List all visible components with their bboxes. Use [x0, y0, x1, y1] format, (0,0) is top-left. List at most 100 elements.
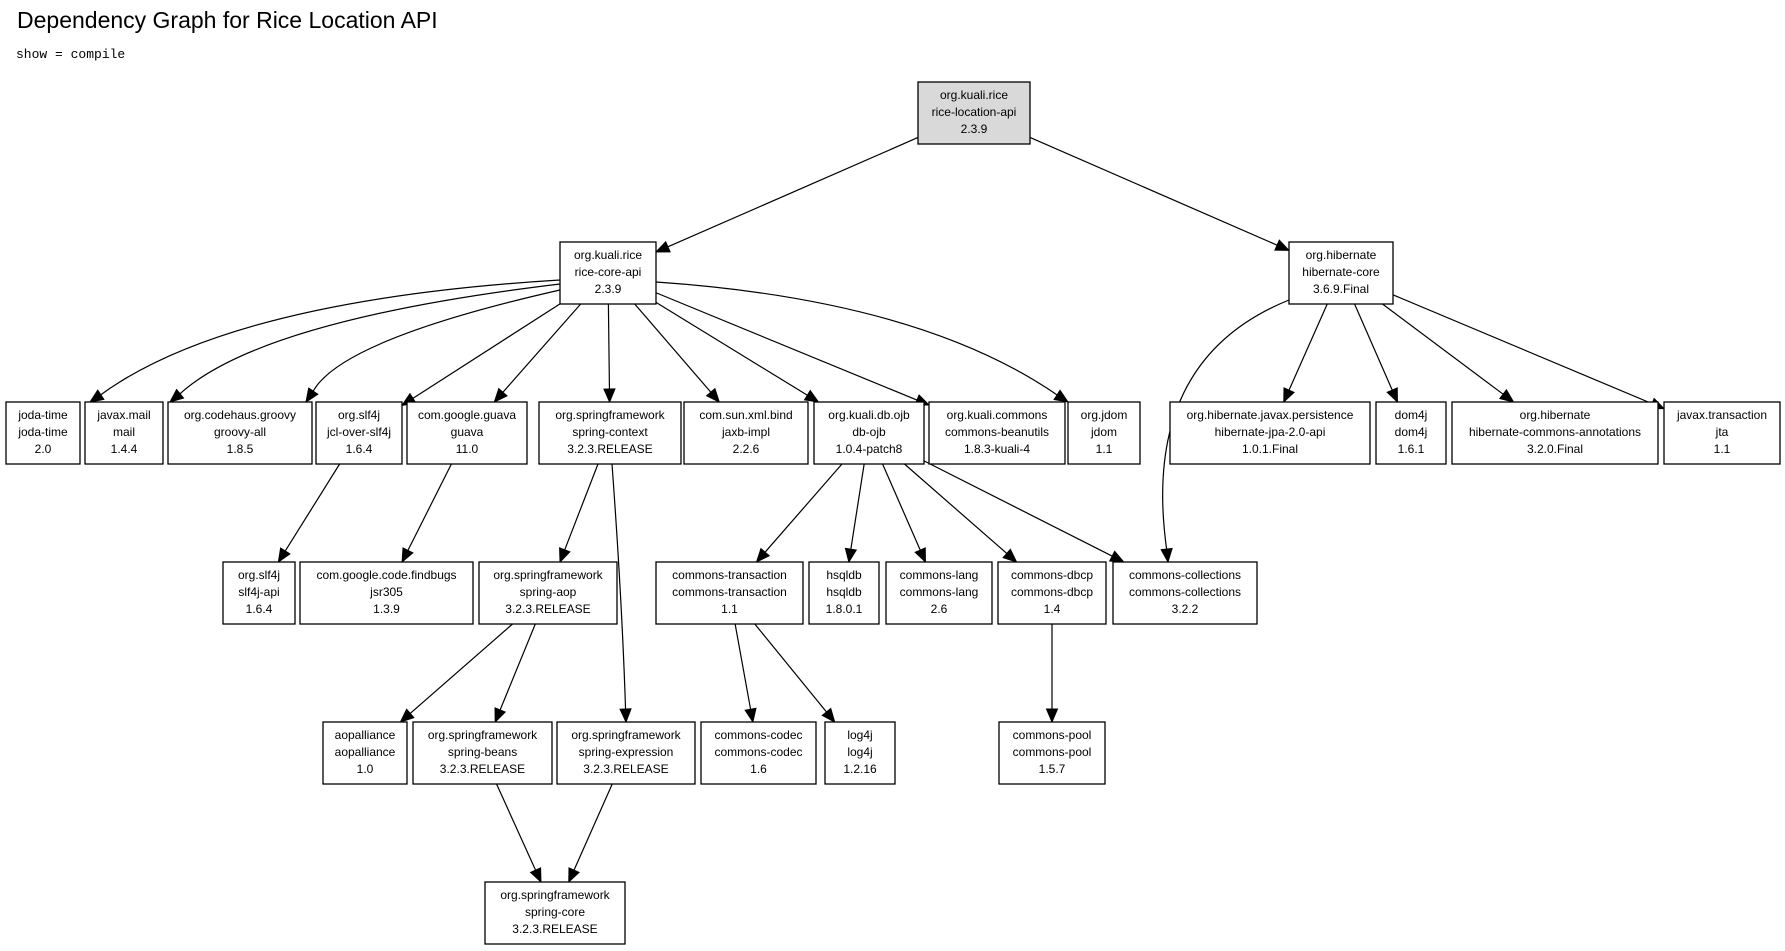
node-spring-core[interactable]: org.springframeworkspring-core3.2.3.RELE… — [484, 881, 626, 945]
node-commons-transaction[interactable]: commons-transactioncommons-transaction1.… — [655, 561, 804, 625]
node-box — [538, 401, 682, 465]
edge-db-ojb-to-commons-transaction — [755, 463, 843, 563]
node-version: 2.3.9 — [961, 122, 988, 136]
node-artifact-id: hibernate-commons-annotations — [1469, 425, 1641, 439]
node-artifact-id: mail — [113, 425, 135, 439]
edge-rice-core-api-to-db-ojb — [655, 301, 820, 403]
arrowhead-icon — [1002, 548, 1018, 563]
edge-line — [501, 303, 582, 394]
node-version: 3.2.3.RELEASE — [440, 762, 525, 776]
arrowhead-icon — [603, 388, 616, 404]
node-version: 3.2.3.RELEASE — [505, 602, 590, 616]
node-artifact-id: commons-beanutils — [945, 425, 1049, 439]
node-artifact-id: jaxb-impl — [721, 425, 770, 439]
edge-rice-core-api-to-groovy-all — [305, 289, 561, 404]
node-artifact-id: hibernate-core — [1302, 265, 1380, 279]
node-group-id: commons-transaction — [672, 568, 787, 582]
node-version: 1.0.1.Final — [1242, 442, 1298, 456]
node-box — [700, 721, 817, 785]
node-artifact-id: slf4j-api — [238, 585, 279, 599]
node-spring-aop[interactable]: org.springframeworkspring-aop3.2.3.RELEA… — [478, 561, 618, 625]
edge-line — [409, 623, 513, 715]
page-title: Dependency Graph for Rice Location API — [17, 7, 438, 33]
node-spring-expression[interactable]: org.springframeworkspring-expression3.2.… — [556, 721, 696, 785]
edge-hibernate-core-to-commons-collections — [1160, 299, 1290, 564]
edge-rice-core-api-to-jdom — [655, 281, 1070, 403]
node-spring-context[interactable]: org.springframeworkspring-context3.2.3.R… — [538, 401, 682, 465]
node-artifact-id: commons-lang — [900, 585, 979, 599]
node-group-id: org.kuali.rice — [574, 248, 642, 262]
edge-rice-core-api-to-mail — [169, 283, 561, 403]
node-artifact-id: jsr305 — [369, 585, 403, 599]
node-box — [655, 561, 804, 625]
arrowhead-icon — [494, 707, 507, 724]
edge-line — [499, 623, 536, 712]
node-version: 3.2.0.Final — [1527, 442, 1583, 456]
node-commons-collections[interactable]: commons-collectionscommons-collections3.… — [1112, 561, 1258, 625]
edge-hibernate-core-to-hibernate-commons-annotations — [1382, 303, 1515, 403]
node-group-id: org.jdom — [1081, 408, 1128, 422]
edge-line — [763, 463, 843, 554]
arrowhead-icon — [619, 708, 632, 724]
node-spring-beans[interactable]: org.springframeworkspring-beans3.2.3.REL… — [412, 721, 553, 785]
edge-line — [923, 460, 1114, 558]
edge-spring-aop-to-spring-beans — [494, 623, 536, 724]
node-box — [484, 881, 626, 945]
node-version: 1.1 — [1096, 442, 1113, 456]
edge-line — [563, 463, 599, 552]
node-box — [928, 401, 1066, 465]
node-hibernate-commons-annotations[interactable]: org.hibernatehibernate-commons-annotatio… — [1451, 401, 1659, 465]
node-group-id: org.springframework — [428, 728, 538, 742]
node-version: 1.0 — [357, 762, 374, 776]
node-version: 1.8.5 — [227, 442, 254, 456]
node-artifact-id: hibernate-jpa-2.0-api — [1215, 425, 1326, 439]
node-commons-beanutils[interactable]: org.kuali.commonscommons-beanutils1.8.3-… — [928, 401, 1066, 465]
node-artifact-id: commons-codec — [714, 745, 802, 759]
node-group-id: org.springframework — [571, 728, 681, 742]
edge-line — [178, 283, 561, 395]
edge-guava-to-jsr305 — [401, 463, 452, 564]
node-group-id: commons-pool — [1013, 728, 1092, 742]
node-version: 1.6.4 — [346, 442, 373, 456]
node-group-id: org.springframework — [493, 568, 603, 582]
edge-db-ojb-to-hsqldb — [844, 463, 865, 564]
edge-rice-core-api-to-guava — [493, 303, 582, 403]
node-box — [1663, 401, 1781, 465]
node-box — [167, 401, 313, 465]
node-box — [322, 721, 408, 785]
arrowhead-icon — [1160, 547, 1173, 564]
node-box — [917, 81, 1031, 145]
node-artifact-id: db-ojb — [852, 425, 886, 439]
arrowhead-icon — [1108, 550, 1125, 563]
node-hibernate-jpa[interactable]: org.hibernate.javax.persistencehibernate… — [1169, 401, 1371, 465]
arrowhead-icon — [803, 389, 820, 403]
node-box — [478, 561, 618, 625]
node-group-id: org.kuali.commons — [947, 408, 1048, 422]
edge-line — [406, 463, 452, 552]
edge-db-ojb-to-commons-lang — [882, 463, 926, 564]
node-version: 3.2.2 — [1172, 602, 1199, 616]
edge-rice-core-api-to-spring-context — [603, 303, 616, 404]
